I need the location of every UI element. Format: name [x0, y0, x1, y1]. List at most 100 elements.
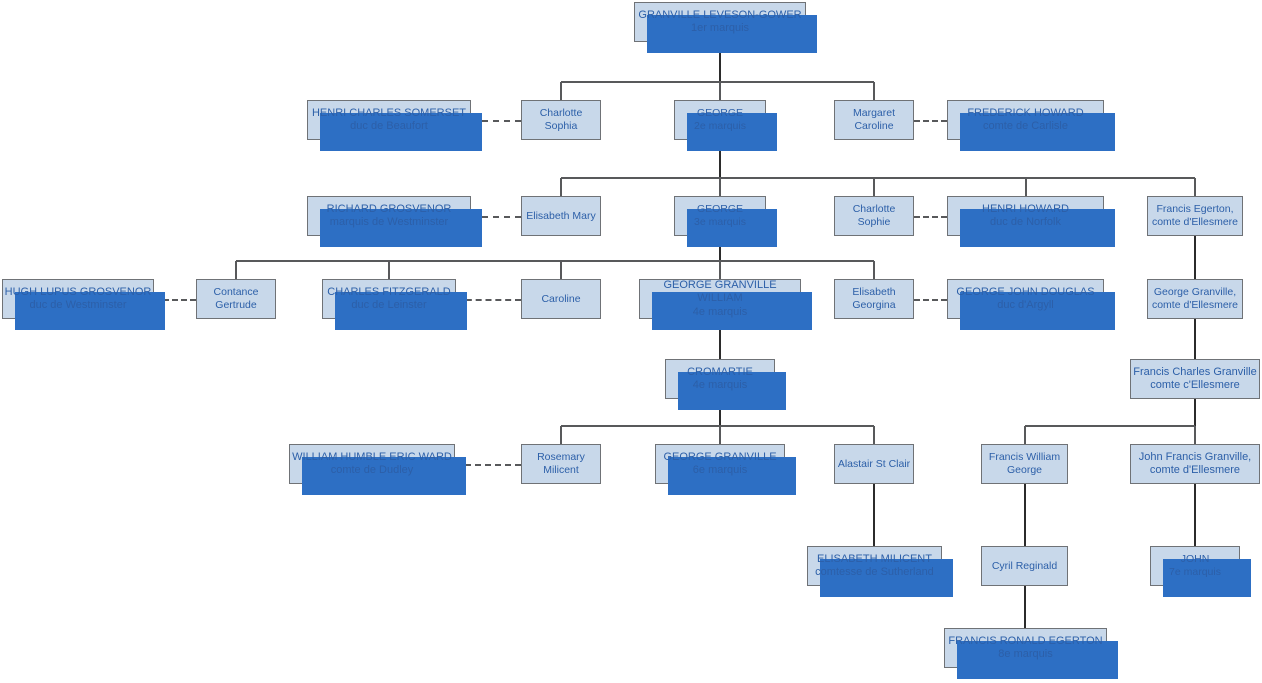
- connector-line-horizontal: [561, 81, 874, 83]
- node-primary-label: Margaret: [852, 107, 895, 120]
- connector-line-vertical: [719, 178, 721, 196]
- connector-line-vertical: [719, 82, 721, 100]
- connector-line-vertical: [873, 82, 875, 100]
- node-primary-label: GEORGE GRANVILLE WILLIAM: [663, 278, 777, 305]
- node-secondary-label: 6e marquis: [692, 464, 748, 476]
- connector-line-vertical: [560, 82, 562, 100]
- tree-node-caroline[interactable]: Caroline: [521, 279, 601, 319]
- node-primary-label: Elisabeth: [852, 286, 896, 299]
- node-secondary-label: comte de Carlisle: [983, 120, 1068, 132]
- connector-line-vertical: [388, 261, 390, 279]
- connector-line-vertical: [1194, 236, 1196, 279]
- node-primary-label: RICHARD GROSVENOR: [326, 202, 452, 215]
- marriage-link: [471, 120, 521, 122]
- connector-line-vertical: [719, 42, 721, 82]
- node-secondary-label: Sophie: [857, 216, 891, 228]
- node-secondary-label: duc de Leinster: [351, 299, 427, 311]
- tree-node-egertonf[interactable]: Francis Egerton,comte d'Ellesmere: [1147, 196, 1243, 236]
- node-primary-label: GEORGE: [696, 107, 744, 120]
- connector-line-vertical: [1194, 178, 1196, 196]
- node-primary-label: CROMARTIE: [687, 365, 753, 378]
- node-secondary-label: duc d'Argyll: [997, 299, 1054, 311]
- node-secondary-label: marquis de Westminster: [329, 216, 449, 228]
- tree-node-elisabethm[interactable]: Elisabeth Mary: [521, 196, 601, 236]
- node-secondary-label: 4e marquis: [692, 379, 748, 391]
- node-secondary-label: comte d'Ellesmere: [1149, 464, 1241, 476]
- node-primary-label: Francis Charles Granville: [1133, 365, 1257, 378]
- connector-line-vertical: [873, 426, 875, 444]
- connector-line-vertical: [1024, 586, 1026, 628]
- node-secondary-label: Georgina: [852, 299, 896, 311]
- tree-node-alastair[interactable]: Alastair St Clair: [834, 444, 914, 484]
- node-secondary-label: Gertrude: [215, 299, 257, 311]
- node-primary-label: Contance: [213, 286, 259, 299]
- node-primary-label: Caroline: [541, 292, 581, 305]
- node-primary-label: WILLIAM HUMBLE ERIC WARD: [292, 450, 452, 463]
- connector-line-vertical: [719, 319, 721, 359]
- connector-line-vertical: [1194, 399, 1196, 426]
- node-primary-label: Francis William: [988, 451, 1061, 464]
- connector-line-vertical: [1025, 178, 1027, 196]
- node-secondary-label: comte de Dudley: [330, 464, 414, 476]
- connector-line-vertical: [873, 261, 875, 279]
- node-primary-label: FRANCIS RONALD EGERTON: [948, 634, 1103, 647]
- connector-line-horizontal: [236, 260, 874, 262]
- node-secondary-label: comte d'Ellesmere: [1151, 216, 1239, 228]
- connector-line-vertical: [719, 261, 721, 279]
- connector-line-vertical: [560, 178, 562, 196]
- node-secondary-label: 2e marquis: [694, 120, 746, 132]
- connector-line-vertical: [719, 399, 721, 426]
- marriage-link: [914, 299, 947, 301]
- node-primary-label: FREDERICK HOWARD: [967, 106, 1084, 119]
- node-secondary-label: duc de Westminster: [29, 299, 127, 311]
- node-primary-label: ELISABETH MILICENT: [817, 552, 932, 565]
- connector-line-vertical: [1194, 484, 1196, 546]
- node-secondary-label: 4e marquis: [692, 305, 748, 318]
- connector-line-vertical: [560, 261, 562, 279]
- marriage-link: [456, 299, 521, 301]
- node-primary-label: Rosemary: [537, 451, 585, 464]
- node-secondary-label: 3e marquis: [694, 216, 746, 228]
- node-primary-label: Charlotte: [852, 203, 896, 216]
- node-primary-label: Cyril Reginald: [991, 559, 1058, 572]
- node-secondary-label: comte c'Ellesmere: [1150, 379, 1240, 391]
- node-primary-label: Alastair St Clair: [837, 457, 911, 470]
- connector-line-vertical: [1024, 426, 1026, 444]
- tree-node-cyril[interactable]: Cyril Reginald: [981, 546, 1068, 586]
- connector-line-horizontal: [561, 177, 1195, 179]
- connector-line-vertical: [873, 484, 875, 546]
- node-primary-label: GEORGE GRANVILLE: [663, 450, 777, 463]
- tree-node-georgegr[interactable]: George Granville,comte d'Ellesmere: [1147, 279, 1243, 319]
- tree-node-johnfg[interactable]: John Francis Granville,comte d'Ellesmere: [1130, 444, 1260, 484]
- node-secondary-label: Sophia: [544, 120, 578, 132]
- connector-line-horizontal: [1024, 425, 1195, 427]
- node-primary-label: John Francis Granville,: [1138, 450, 1252, 463]
- node-primary-label: CHARLES FITZGERALD: [327, 285, 451, 298]
